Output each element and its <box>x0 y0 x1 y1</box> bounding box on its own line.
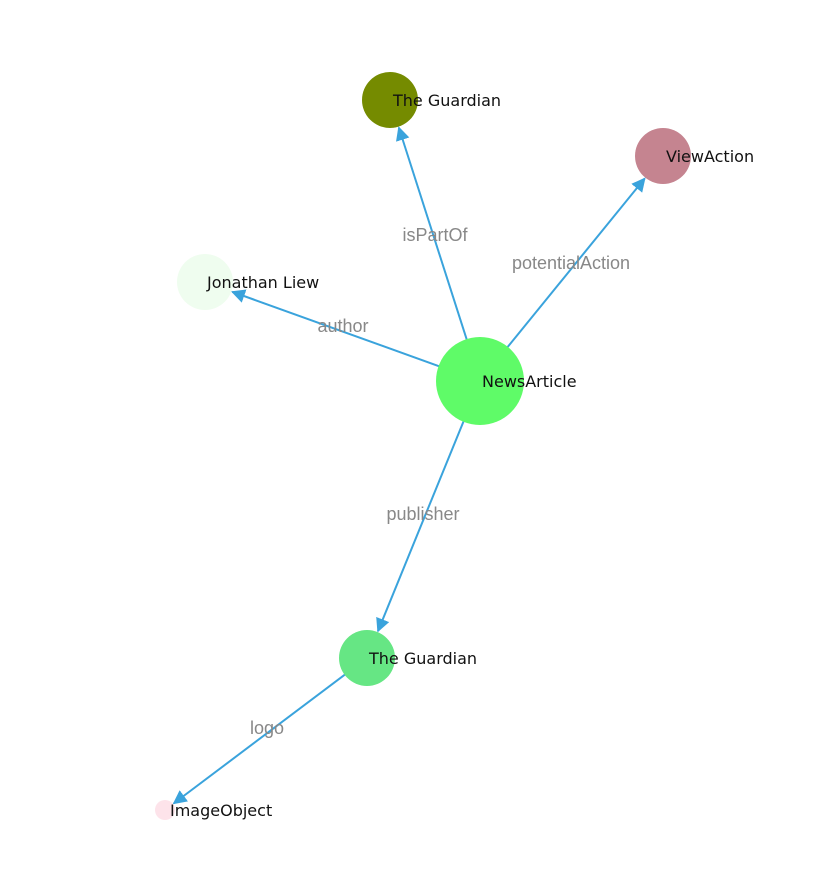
node-viewaction[interactable]: ViewAction <box>635 128 754 184</box>
edge-ispartof <box>396 126 473 357</box>
node-label: The Guardian <box>392 91 501 110</box>
edge-label: isPartOf <box>402 225 468 245</box>
node-label: NewsArticle <box>482 372 577 391</box>
node-guardian-top[interactable]: The Guardian <box>362 72 501 128</box>
node-circle[interactable] <box>436 337 524 425</box>
node-circle[interactable] <box>339 630 395 686</box>
edge-publisher <box>376 405 471 633</box>
edge-author <box>230 289 456 373</box>
edge-label: logo <box>250 718 284 738</box>
node-circle[interactable] <box>155 800 175 820</box>
edge-label: author <box>317 316 368 336</box>
node-guardian-bottom[interactable]: The Guardian <box>339 630 477 686</box>
node-label: ViewAction <box>666 147 754 166</box>
node-circle[interactable] <box>177 254 233 310</box>
node-jonathan[interactable]: Jonathan Liew <box>177 254 319 310</box>
edge-label: potentialAction <box>512 253 630 273</box>
node-circle[interactable] <box>362 72 418 128</box>
node-label: Jonathan Liew <box>206 273 319 292</box>
node-newsarticle[interactable]: NewsArticle <box>436 337 577 425</box>
node-circle[interactable] <box>635 128 691 184</box>
node-imageobject[interactable]: ImageObject <box>155 800 272 820</box>
edge-label: publisher <box>386 504 459 524</box>
node-label: ImageObject <box>170 801 272 820</box>
node-label: The Guardian <box>368 649 477 668</box>
edge-logo <box>172 667 355 805</box>
edge-potentialaction <box>495 177 646 362</box>
